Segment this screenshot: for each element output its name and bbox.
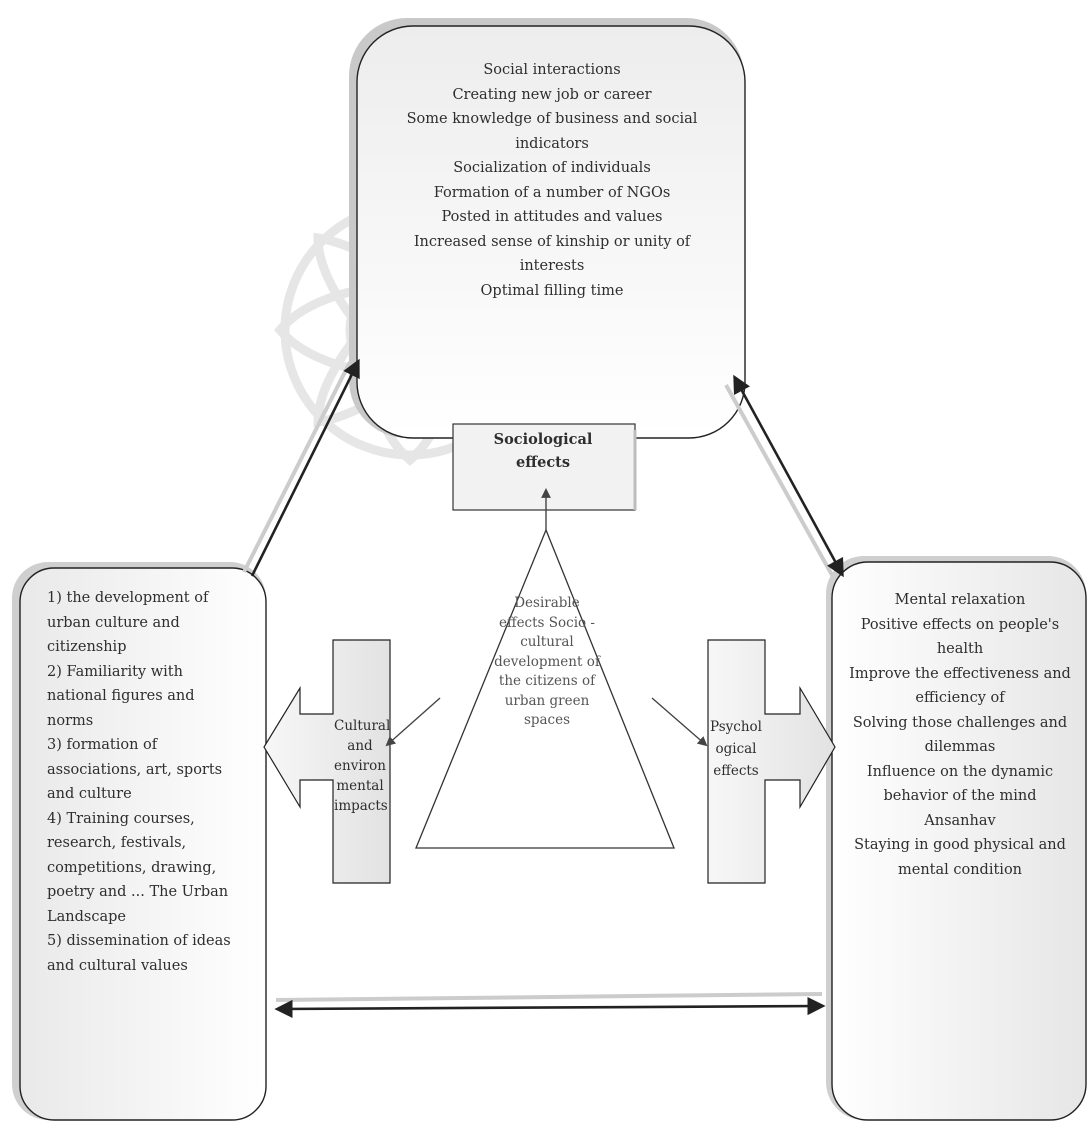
- right-box-line: Staying in good physical and mental cond…: [854, 837, 1066, 878]
- triangle-label: Desirable effects Socio - cultural devel…: [494, 595, 600, 728]
- arrow-left-right-shadow: [275, 992, 823, 1002]
- left-box-line: 5) dissemination of ideas and cultural v…: [47, 933, 231, 974]
- right-box-line: Mental relaxation: [894, 592, 1026, 608]
- arrow-triangle-to-cultural: [385, 697, 441, 747]
- right-box-text: Mental relaxation Positive effects on pe…: [846, 588, 1074, 882]
- left-box-line: 4) Training courses, research, festivals…: [47, 810, 229, 925]
- top-box-line: Increased sense of kinship or unity of i…: [413, 233, 691, 275]
- psychological-block-arrow: [707, 639, 836, 884]
- arrow-left-right: [274, 996, 826, 1019]
- central-triangle: [415, 528, 675, 849]
- right-box-line: Ansanhav: [924, 812, 996, 829]
- cultural-block-arrow: [263, 639, 391, 884]
- cultural-label: Cultural and environ mental impacts: [334, 718, 391, 814]
- top-box-line: Optimal filling time: [480, 282, 624, 299]
- left-box-line: 1) the development of urban culture and …: [47, 590, 209, 655]
- left-box-line: 3) formation of associations, art, sport…: [47, 737, 223, 802]
- top-box-text: Social interactions Creating new job or …: [392, 58, 712, 303]
- right-box-line: Solving those challenges and dilemmas: [852, 714, 1068, 756]
- right-box-line: Positive effects on people's health: [860, 616, 1060, 658]
- top-box-line: Formation of a number of NGOs: [433, 184, 671, 201]
- left-box-text: 1) the development of urban culture and …: [47, 586, 245, 978]
- top-box-line: Posted in attitudes and values: [441, 209, 663, 225]
- arrow-top-right-shadow: [724, 384, 834, 576]
- left-box: [19, 567, 267, 1121]
- arrow-left-to-top: [250, 358, 360, 577]
- left-box-line: 2) Familiarity with national figures and…: [47, 663, 195, 729]
- arrow-triangle-to-psychological: [651, 697, 708, 747]
- top-box-line: Creating new job or career: [452, 86, 652, 103]
- top-box-line: Social interactions: [483, 62, 621, 78]
- top-box-line: Socialization of individuals: [453, 160, 651, 176]
- arrow-left-to-top-shadow: [242, 361, 352, 573]
- top-box-line: Some knowledge of business and social in…: [406, 111, 698, 152]
- arrow-top-right: [733, 374, 844, 578]
- right-box-line: Improve the effectiveness and efficiency…: [849, 665, 1071, 707]
- right-box: [831, 561, 1087, 1121]
- psychological-label: Psychol ogical effects: [710, 719, 762, 779]
- right-box-line: Influence on the dynamic behavior of the…: [866, 763, 1054, 805]
- sociological-label: Sociological effects: [493, 431, 593, 471]
